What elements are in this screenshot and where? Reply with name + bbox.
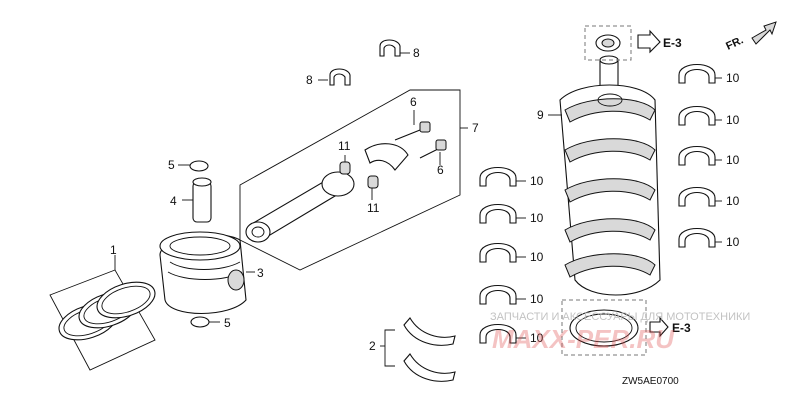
rod-bearing-2 [479,203,526,224]
rod-bearing-4 [479,284,526,305]
label-bolt-lower: 6 [437,163,444,177]
front-arrow-icon [751,21,777,45]
clip-top [379,39,410,57]
main-bearing-1 [678,63,722,84]
label-dowel-upper: 11 [338,139,351,153]
label-bearing-r5: 10 [530,331,544,345]
rod-bolt-upper [394,110,431,141]
main-bearing-5 [678,227,722,248]
label-bearing-r2: 10 [530,211,544,225]
rod-bearing-3 [479,242,526,263]
piston-pin [182,177,212,223]
rod-bolt-lower [419,139,447,165]
label-piston-pin: 4 [170,194,177,208]
clip-left [318,68,351,86]
oil-seal-bottom [561,299,669,356]
label-bearing-m1: 10 [726,71,740,85]
connecting-rod-assembly [239,89,468,271]
ref-e3-bottom: E-3 [672,321,691,335]
label-piston: 3 [257,266,264,280]
label-rod-assembly: 7 [472,121,479,135]
diagram-code: ZW5AE0700 [622,376,679,387]
piston-pin-clip-lower [190,316,220,328]
label-bearing-r1: 10 [530,174,544,188]
label-bearing-r4: 10 [530,292,544,306]
rod-bearing-5 [479,323,526,344]
main-bearing-3 [678,145,722,166]
watermark-logo: MAXX-PER.RU [492,324,675,354]
label-crankshaft: 9 [537,108,544,122]
label-clip-left: 8 [306,73,313,87]
label-bearing-m4: 10 [726,194,740,208]
oil-seal-top [584,25,661,61]
label-bearing-m2: 10 [726,113,740,127]
label-clip-upper: 5 [168,158,175,172]
label-bearing-m3: 10 [726,153,740,167]
piston [159,231,255,314]
rod-bearing-1 [479,166,526,187]
front-label: FR. [724,34,745,52]
watermark-tagline: ЗАПЧАСТИ И АКСЕССУАРЫ ДЛЯ МОТОТЕХНИКИ [490,311,750,323]
label-clip-lower: 5 [224,316,231,330]
label-clip-top: 8 [413,46,420,60]
label-dowel-lower: 11 [367,201,380,215]
label-bearing-m5: 10 [726,235,740,249]
label-thrust-washers: 2 [369,339,376,353]
thrust-washers [380,317,456,382]
rod-bearings [479,166,526,344]
main-bearing-4 [678,186,722,207]
main-bearing-2 [678,105,722,126]
crankshaft [548,55,661,296]
label-bearing-r3: 10 [530,250,544,264]
piston-pin-clip-upper [178,160,209,172]
label-bolt-upper: 6 [410,95,417,109]
ref-e3-top: E-3 [663,36,682,50]
label-piston-rings: 1 [110,243,117,257]
piston-rings [49,255,156,371]
main-bearings [678,63,722,248]
